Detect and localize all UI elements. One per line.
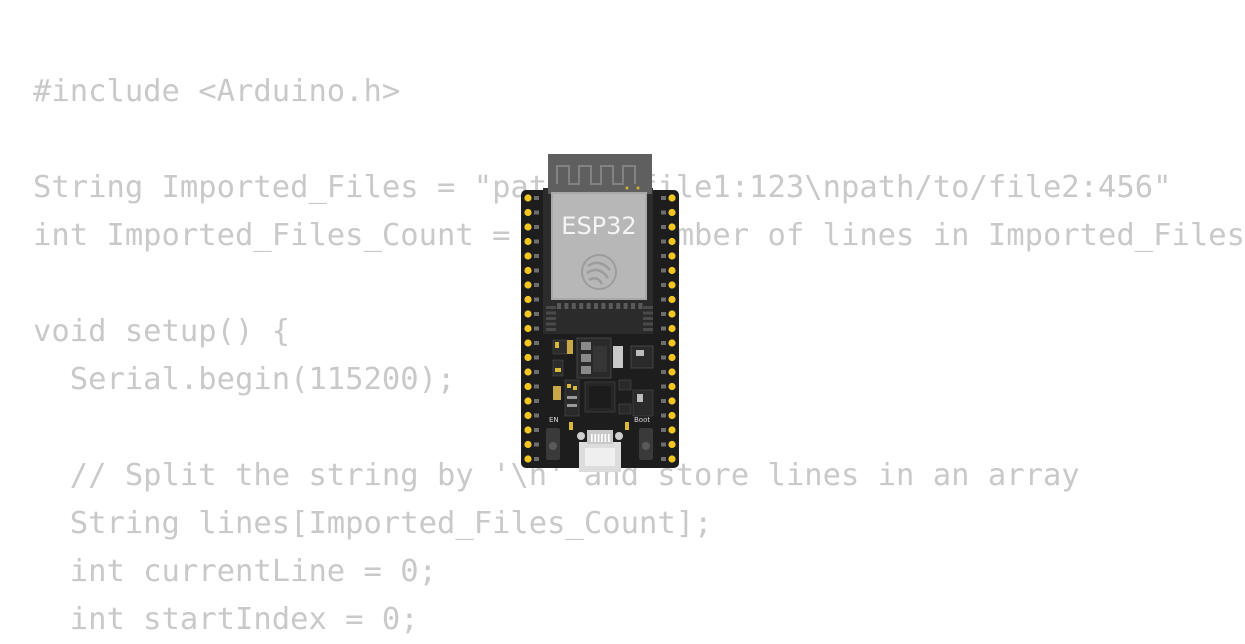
pin-right [668, 339, 676, 347]
pin-right [668, 281, 676, 289]
pin-left [524, 382, 532, 391]
code-line: void setup() { [33, 314, 291, 349]
code-line: int startIndex = 0; [33, 602, 419, 637]
pin-left [524, 310, 532, 318]
pin-left [524, 223, 532, 231]
esp32-board-graphic [521, 154, 679, 472]
esp32-title: ESP32 [561, 212, 637, 240]
pin-left [524, 368, 532, 376]
pin-left [524, 411, 532, 420]
pin-right [668, 252, 676, 260]
pin-left [524, 237, 532, 246]
pin-left [524, 266, 532, 275]
pin-left [524, 426, 532, 434]
pin-right [668, 455, 676, 463]
pin-left [524, 353, 532, 362]
pin-right [668, 426, 676, 434]
code-line: #include <Arduino.h> [33, 74, 401, 109]
pin-right [668, 368, 676, 376]
pin-left [524, 281, 532, 289]
pin-right [668, 382, 676, 391]
boot-button-label: Boot [634, 416, 651, 424]
code-line: String lines[Imported_Files_Count]; [33, 506, 713, 541]
pin-right [668, 310, 676, 318]
pin-right [668, 397, 676, 405]
pin-right [668, 223, 676, 231]
pin-right [668, 440, 676, 449]
pin-right [668, 208, 676, 217]
pin-right [668, 295, 676, 304]
pin-right [668, 266, 676, 275]
pin-right [668, 324, 676, 333]
pin-left [524, 194, 532, 202]
pin-left [524, 324, 532, 333]
pin-left [524, 252, 532, 260]
pin-right [668, 411, 676, 420]
code-line: int currentLine = 0; [33, 554, 437, 589]
esp32-board-image: ESP32 EN Boot [521, 154, 681, 472]
pin-left [524, 295, 532, 304]
pin-left [524, 208, 532, 217]
pin-left [524, 339, 532, 347]
pin-left [524, 440, 532, 449]
pin-right [668, 353, 676, 362]
code-line: Serial.begin(115200); [33, 362, 456, 397]
pin-left [524, 455, 532, 463]
code-line: // Split the string by '\n' and store li… [33, 458, 1080, 493]
en-button-label: EN [549, 416, 559, 424]
pin-right [668, 194, 676, 202]
pin-right [668, 237, 676, 246]
pin-left [524, 397, 532, 405]
